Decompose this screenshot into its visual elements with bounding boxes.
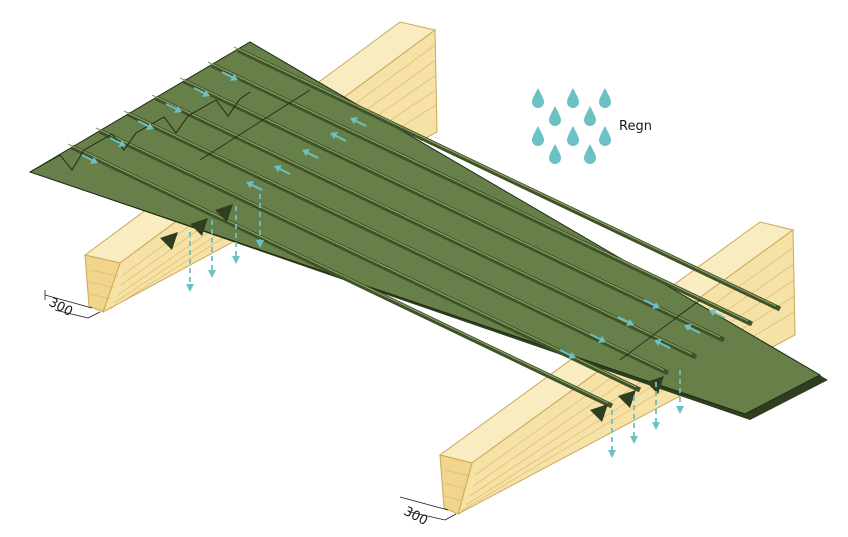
raindrop-icon [599,88,611,108]
arrow-icon [274,165,291,175]
arrow-icon [589,333,606,343]
dashed-drip-arrow-icon [232,206,240,264]
arrow-icon [246,181,263,191]
arrow-icon [709,309,726,319]
raindrop-icon [567,88,579,108]
raindrop-icon [567,126,579,146]
rain-label: Regn [619,119,652,134]
dimension-right [399,496,457,521]
raindrop-icon [532,126,544,146]
arrow-icon [137,120,154,130]
arrow-icon [109,137,126,147]
raindrop-icon [584,144,596,164]
raindrop-icon [532,88,544,108]
dashed-drip-arrow-icon [256,194,264,248]
dashed-drip-arrow-icon [630,396,638,444]
dashed-drip-arrow-icon [652,382,660,430]
dashed-drip-arrow-icon [676,370,684,414]
arrow-icon [165,103,182,113]
arrow-icon [684,324,701,334]
arrow-icon [302,149,319,159]
arrow-icon [350,117,367,127]
raindrop-icon [549,106,561,126]
dimension-left [44,290,101,319]
flow-arrows [81,71,726,359]
arrow-icon [193,87,210,97]
rain-drops [532,88,611,164]
arrow-icon [559,349,576,359]
drip-lines [186,194,684,458]
dashed-drip-arrow-icon [208,220,216,278]
raindrop-icon [549,144,561,164]
arrow-icon [221,71,238,81]
arrow-icon [617,316,634,326]
arrow-icon [330,132,347,142]
raindrop-icon [599,126,611,146]
arrow-icon [643,299,660,309]
arrow-icon [81,154,98,164]
raindrop-icon [584,106,596,126]
dashed-drip-arrow-icon [186,232,194,292]
dashed-drip-arrow-icon [608,410,616,458]
arrow-icon [654,339,671,349]
